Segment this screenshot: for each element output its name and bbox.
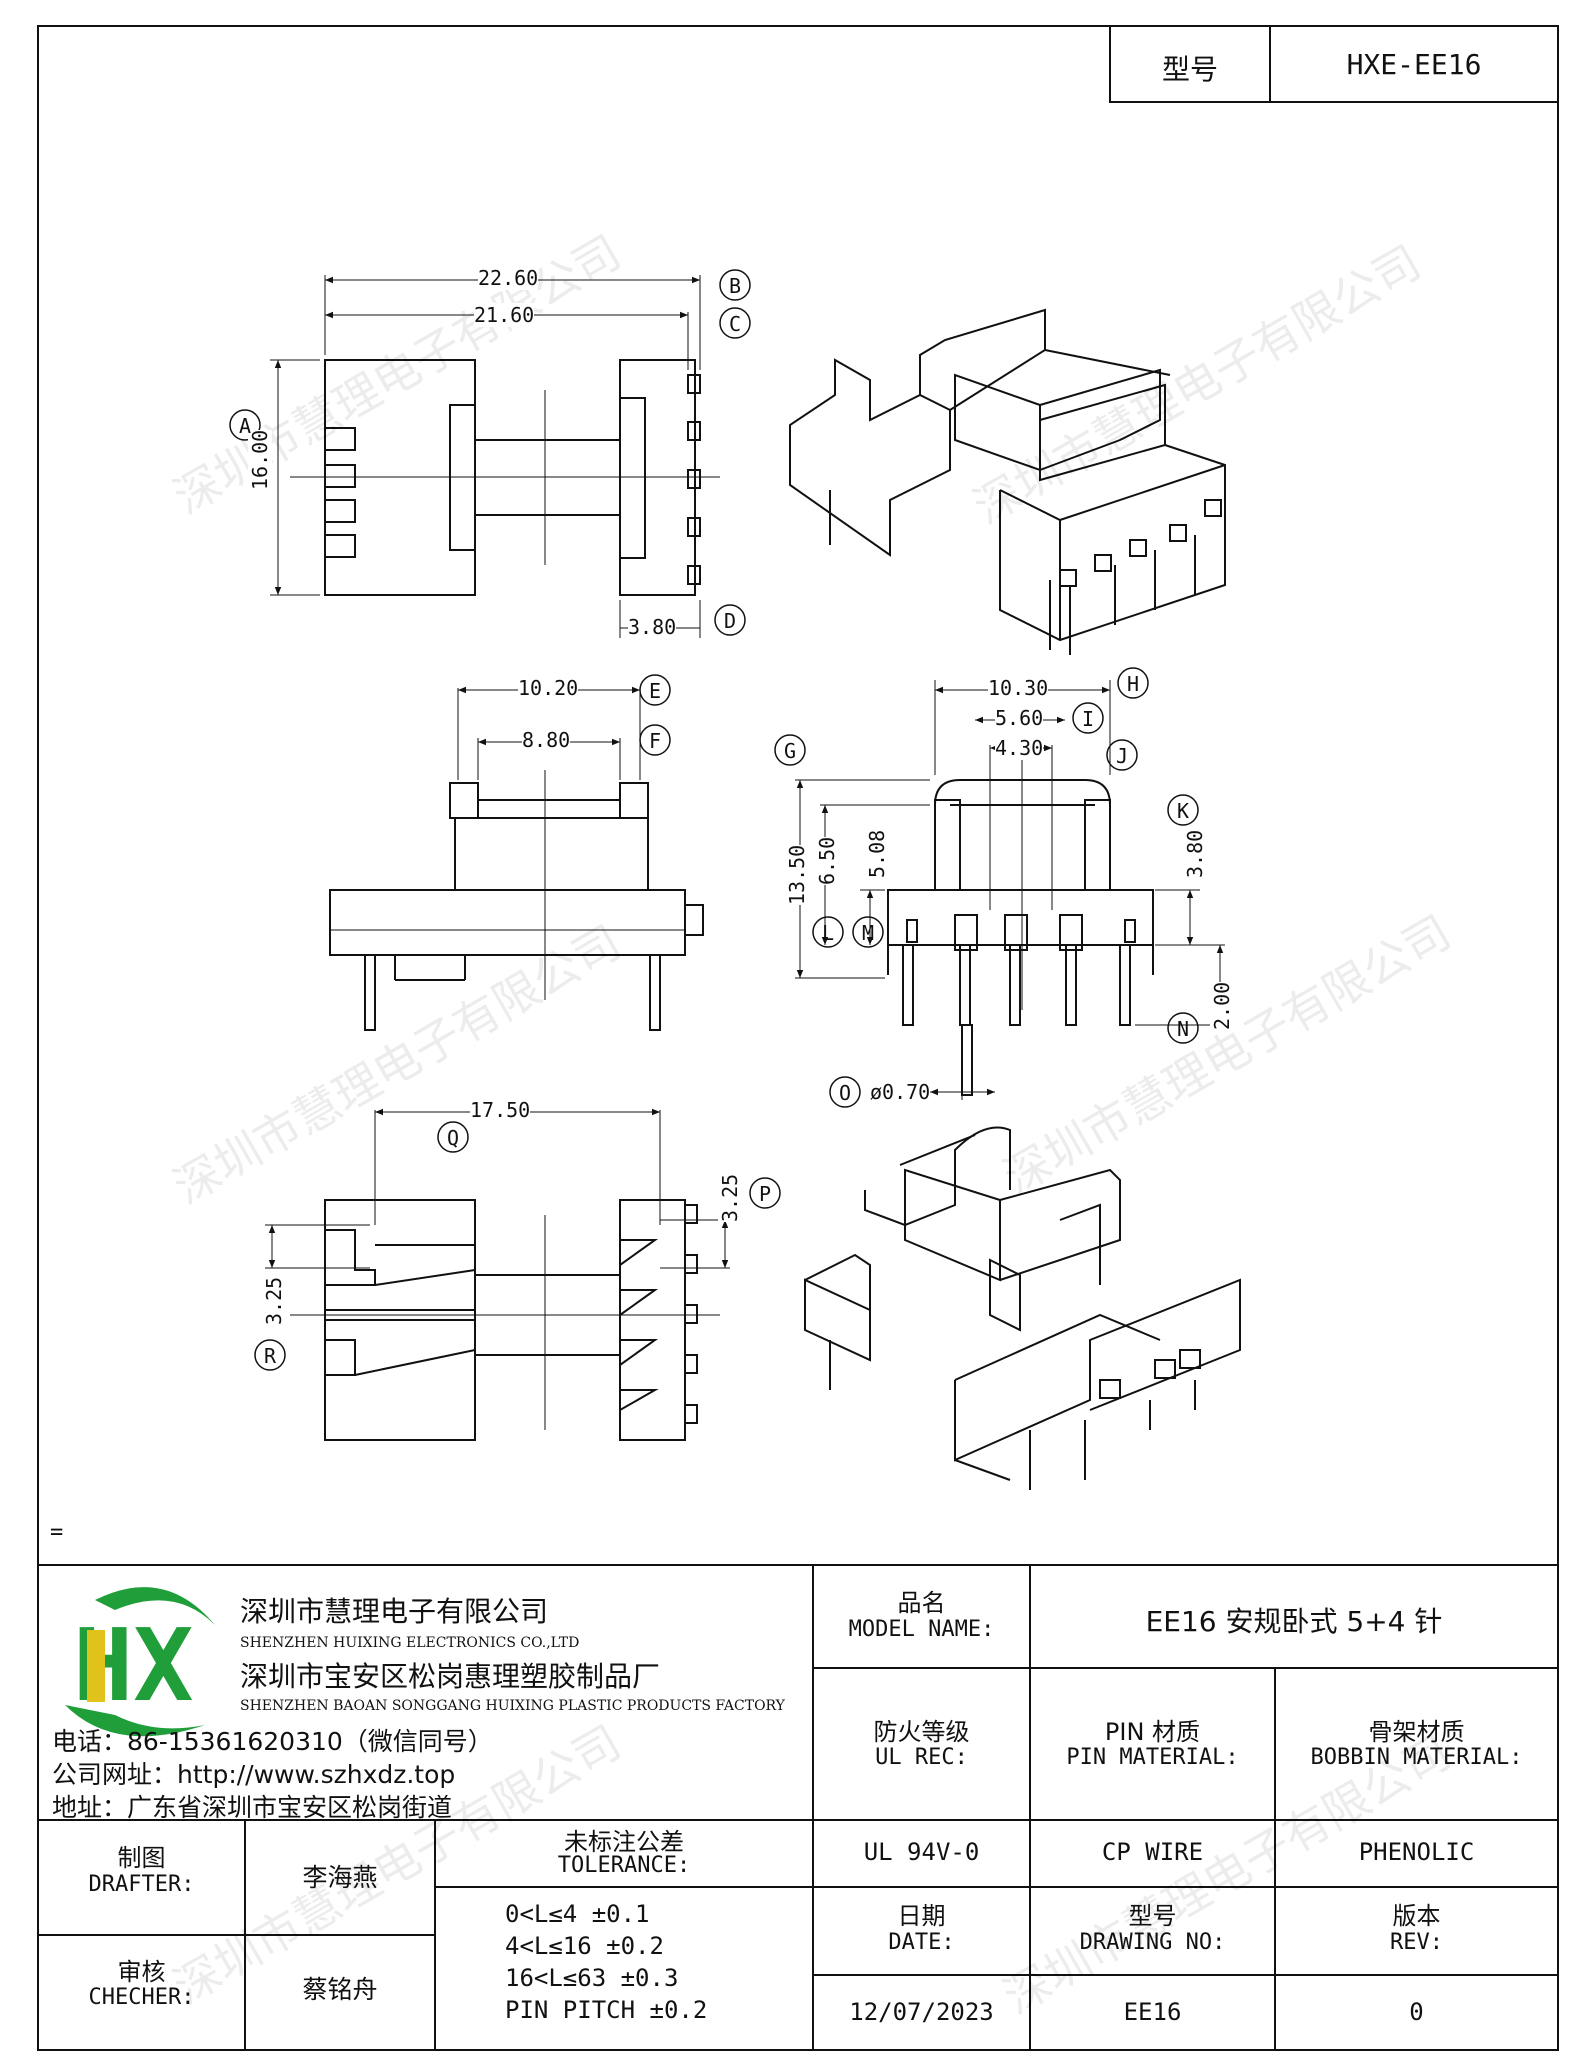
tolerance-line: 16<L≤63 ±0.3: [505, 1964, 679, 1992]
header-box: [1109, 25, 1559, 103]
factory-name-en: SHENZHEN BAOAN SONGGANG HUIXING PLASTIC …: [240, 1698, 785, 1714]
callout-b: B: [728, 274, 742, 298]
model-name-label-en: MODEL NAME:: [848, 1617, 995, 1642]
tolerance-label-en: TOLERANCE:: [557, 1853, 691, 1878]
title-block-lines: [38, 1564, 1558, 2050]
side-view: [795, 680, 1225, 1100]
factory-name-cn: 深圳市宝安区松岗惠理塑胶制品厂: [240, 1660, 661, 1693]
dim-3-25-a: 3.25: [718, 1173, 742, 1222]
drafter-label-en: DRAFTER:: [88, 1872, 195, 1897]
dim-13-50: 13.50: [785, 844, 809, 905]
pin-material-value: CP WIRE: [1101, 1838, 1204, 1866]
bobbin-material-label-en: BOBBIN MATERIAL:: [1310, 1745, 1523, 1770]
iso-view-bottom: [804, 1126, 1241, 1490]
model-name-label-cn: 品名: [897, 1589, 946, 1617]
dim-22-60: 22.60: [478, 266, 539, 290]
dim-8-80: 8.80: [522, 728, 571, 752]
bobbin-material-label-cn: 骨架材质: [1368, 1718, 1465, 1746]
date-label-cn: 日期: [897, 1902, 946, 1930]
dim-16-00: 16.00: [248, 429, 272, 490]
dim-2-00: 2.00: [1210, 981, 1234, 1030]
callout-d: D: [723, 609, 737, 633]
tolerance-line: 0<L≤4 ±0.1: [505, 1900, 650, 1928]
dim-3-80-a: 3.80: [628, 615, 677, 639]
drawing-no-label-en: DRAWING NO:: [1079, 1930, 1226, 1955]
dim-6-50: 6.50: [815, 836, 839, 885]
dim-21-60: 21.60: [474, 303, 535, 327]
drawing-no-label-cn: 型号: [1128, 1902, 1177, 1930]
note-mark: =: [50, 1520, 64, 1545]
dim-17-50: 17.50: [470, 1098, 531, 1122]
company-logo: HX: [65, 1587, 215, 1737]
callout-n: N: [1176, 1017, 1190, 1041]
callout-a: A: [238, 414, 252, 438]
callout-f: F: [648, 729, 662, 753]
checker-label-en: CHECHER:: [88, 1985, 195, 2010]
callout-r: R: [263, 1344, 277, 1368]
drafter-label-cn: 制图: [117, 1844, 166, 1872]
callout-e: E: [648, 679, 662, 703]
callout-m: M: [861, 921, 875, 945]
date-label-en: DATE:: [888, 1930, 955, 1955]
ul-rec-label-cn: 防火等级: [873, 1718, 970, 1746]
checker-label-cn: 审核: [117, 1958, 166, 1986]
dim-3-80-b: 3.80: [1183, 829, 1207, 878]
drafter-name: 李海燕: [302, 1863, 378, 1892]
checker-name: 蔡铭舟: [302, 1975, 378, 2004]
drawing-frame: [37, 25, 1559, 2051]
rev-label-cn: 版本: [1392, 1902, 1441, 1930]
company-name-en: SHENZHEN HUIXING ELECTRONICS CO.,LTD: [240, 1635, 580, 1651]
callout-p: P: [758, 1182, 772, 1206]
callout-c: C: [728, 312, 742, 336]
callout-k: K: [1176, 799, 1190, 823]
company-phone: 电话：86-15361620310（微信同号）: [52, 1727, 493, 1756]
company-website: 公司网址：http://www.szhxdz.top: [52, 1760, 456, 1789]
dim-3-25-b: 3.25: [262, 1276, 286, 1325]
dim-5-08: 5.08: [865, 829, 889, 878]
callout-l: L: [821, 921, 835, 945]
model-label: 型号: [1161, 53, 1218, 86]
company-address: 地址：广东省深圳市宝安区松岗街道: [52, 1793, 453, 1822]
iso-view-top: [789, 308, 1226, 655]
callout-i: I: [1081, 707, 1095, 731]
rev-value: 0: [1409, 1998, 1424, 2026]
callout-circles: [229, 269, 1199, 1371]
tolerance-label-cn: 未标注公差: [564, 1828, 684, 1856]
drawing-no-value: EE16: [1123, 1998, 1182, 2026]
pin-material-label-en: PIN MATERIAL:: [1066, 1745, 1239, 1770]
tolerance-line: PIN PITCH ±0.2: [505, 1996, 708, 2024]
rev-label-en: REV:: [1390, 1930, 1443, 1955]
callout-h: H: [1126, 672, 1140, 696]
date-value: 12/07/2023: [849, 1998, 994, 2026]
model-name-value: EE16 安规卧式 5+4 针: [1145, 1605, 1443, 1638]
callout-g: G: [783, 739, 797, 763]
dim-4-30: 4.30: [995, 736, 1044, 760]
callout-q: Q: [446, 1126, 460, 1150]
bobbin-material-value: PHENOLIC: [1358, 1838, 1475, 1866]
callout-j: J: [1115, 744, 1129, 768]
dim-5-60: 5.60: [995, 706, 1044, 730]
dim-pin-dia: ø0.70: [870, 1080, 931, 1104]
dim-10-20: 10.20: [518, 676, 579, 700]
callout-o: O: [838, 1081, 852, 1105]
bottom-view: [265, 1108, 730, 1441]
pin-material-label-cn: PIN 材质: [1104, 1718, 1201, 1746]
ul-rec-label-en: UL REC:: [875, 1745, 968, 1770]
company-name-cn: 深圳市慧理电子有限公司: [240, 1595, 549, 1628]
ul-value: UL 94V-0: [863, 1838, 980, 1866]
model-value: HXE-EE16: [1346, 48, 1482, 81]
tolerance-line: 4<L≤16 ±0.2: [505, 1932, 664, 1960]
dim-10-30: 10.30: [988, 676, 1049, 700]
